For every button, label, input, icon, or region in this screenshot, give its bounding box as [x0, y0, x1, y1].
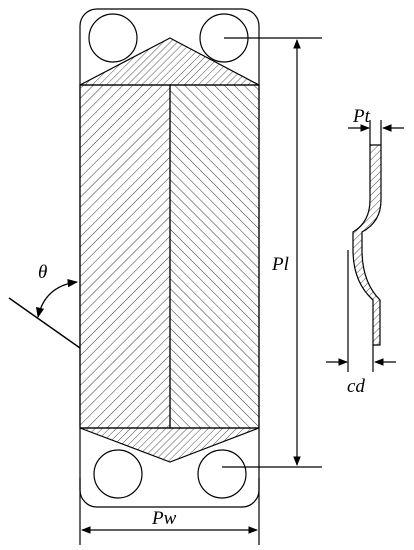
- port-bottom-right: [197, 449, 247, 499]
- angle-label: θ: [38, 262, 47, 283]
- angle-arc: [36, 279, 79, 319]
- corrugation-profile: [352, 144, 382, 346]
- port-bottom-left: [93, 449, 143, 499]
- corrugated-area-left: [79, 84, 171, 429]
- length-label: Pl: [271, 254, 289, 275]
- corrugated-area-right: [169, 84, 260, 429]
- angle-reference-line: [8, 297, 81, 349]
- depth-label: cd: [347, 376, 365, 397]
- port-top-left: [88, 13, 138, 63]
- thickness-label: Pt: [352, 106, 371, 127]
- width-label: Pw: [151, 508, 177, 529]
- bottom-distribution-area: [79, 427, 260, 463]
